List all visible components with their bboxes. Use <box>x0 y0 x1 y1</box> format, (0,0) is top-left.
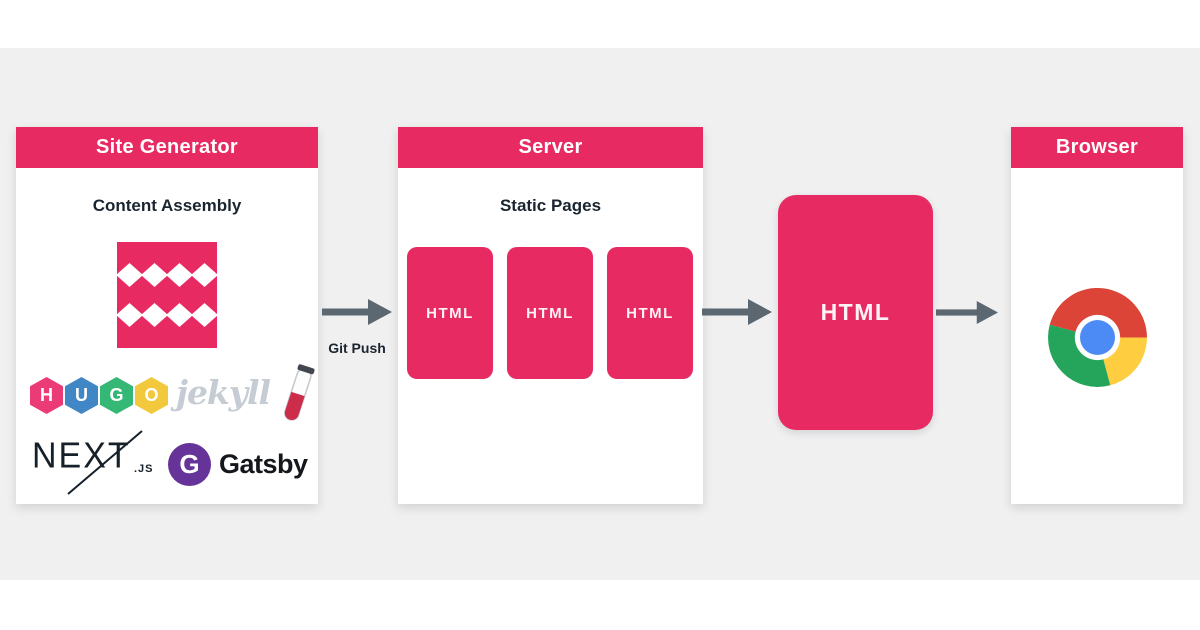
site-generator-panel: Site Generator Content Assembly H U G O … <box>16 127 318 504</box>
hugo-hexagon-h: H <box>30 377 63 414</box>
html-page-card: HTML <box>507 247 593 379</box>
html-page-card: HTML <box>607 247 693 379</box>
hugo-letter: H <box>40 385 53 405</box>
hugo-letter: G <box>109 385 124 405</box>
server-header: Server <box>398 127 703 168</box>
content-assembly-label: Content Assembly <box>92 196 242 215</box>
nextjs-suffix: .JS <box>134 463 154 475</box>
static-pages-row: HTML HTML HTML <box>407 247 693 379</box>
gatsby-logo: G Gatsby <box>168 443 308 486</box>
html-page-label: HTML <box>626 304 674 322</box>
jekyll-test-tube-icon <box>284 364 315 421</box>
jekyll-script-text: jekyll <box>176 373 271 412</box>
html-page-label: HTML <box>426 304 474 322</box>
nextjs-slash-icon <box>67 430 143 495</box>
chrome-icon <box>1048 287 1147 387</box>
static-pages-label: Static Pages <box>499 196 602 215</box>
jekyll-logo: jekyll <box>176 364 321 423</box>
site-generator-header: Site Generator <box>16 127 318 168</box>
gatsby-icon: G <box>168 443 211 486</box>
browser-header: Browser <box>1011 127 1183 168</box>
hugo-hexagon-o: O <box>135 377 168 414</box>
gatsby-initial: G <box>179 449 200 479</box>
hugo-letter: O <box>144 385 159 405</box>
hugo-letter: U <box>75 385 88 405</box>
zigzag-content-icon <box>117 242 217 348</box>
server-title: Server <box>518 136 583 158</box>
browser-title: Browser <box>1055 136 1139 158</box>
server-panel: Server Static Pages HTML HTML HTML <box>398 127 703 504</box>
hugo-hexagon-g: G <box>100 377 133 414</box>
html-output-box: HTML <box>778 195 933 430</box>
git-push-label: Git Push <box>328 340 386 356</box>
nextjs-logo: NEXT .JS <box>28 425 160 495</box>
server-to-html-arrow-icon <box>702 299 772 325</box>
browser-panel: Browser <box>1011 127 1183 504</box>
git-push-arrow-icon <box>322 299 392 325</box>
site-generator-title: Site Generator <box>95 136 239 158</box>
gatsby-text: Gatsby <box>219 449 308 479</box>
html-page-label: HTML <box>526 304 574 322</box>
html-to-browser-arrow-icon <box>936 300 998 325</box>
html-page-card: HTML <box>407 247 493 379</box>
hugo-logo: H U G O <box>30 377 168 414</box>
hugo-hexagon-u: U <box>65 377 98 414</box>
html-output-label: HTML <box>820 299 891 325</box>
